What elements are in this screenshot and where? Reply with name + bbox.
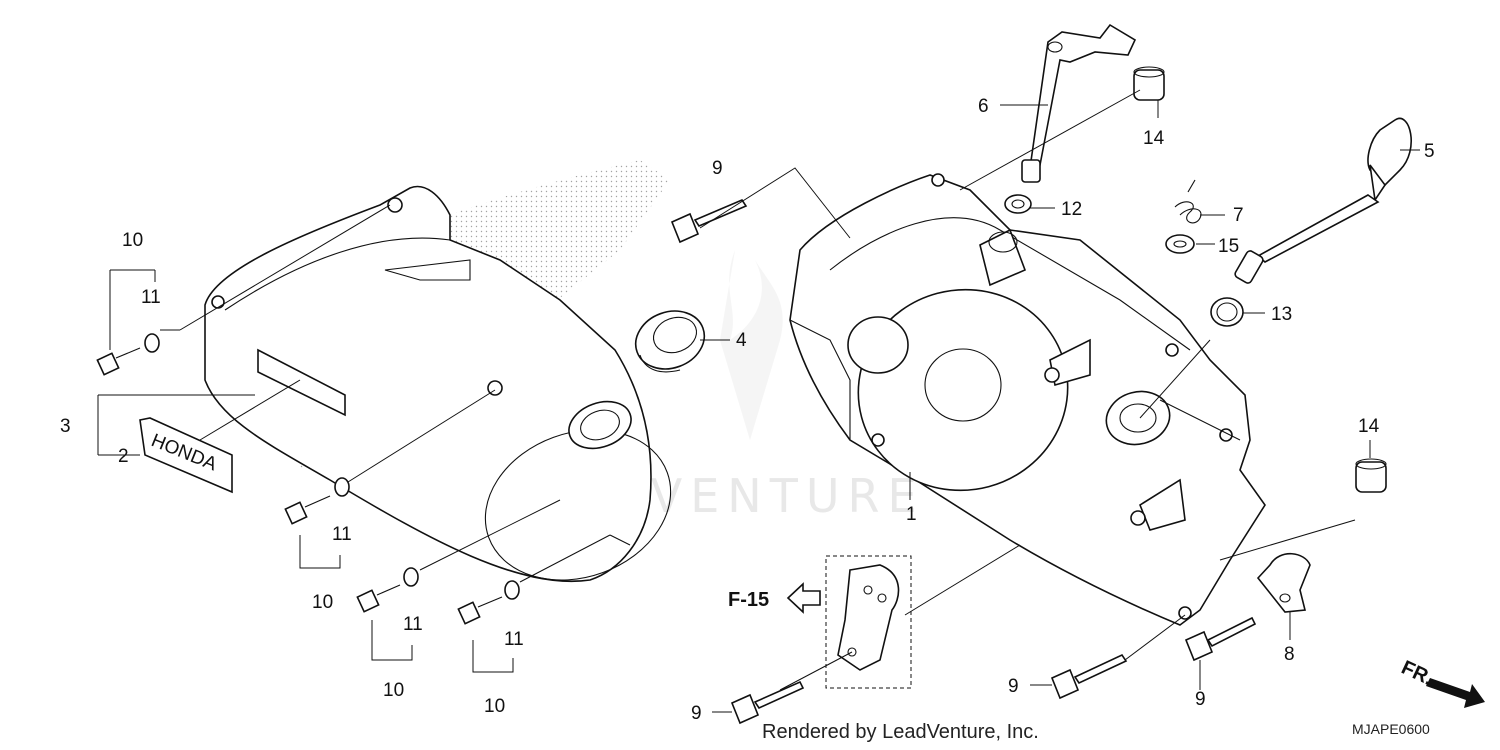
seal-part-4 (634, 310, 706, 373)
clamp-part-8 (1256, 552, 1311, 613)
label-9-c: 9 (1195, 689, 1206, 710)
label-13: 13 (1271, 304, 1292, 325)
ref-arrow (786, 582, 821, 614)
label-10-c: 10 (383, 680, 404, 701)
leader-lines (97, 89, 1420, 713)
reference-bracket (825, 555, 912, 689)
bolt-9-b (730, 680, 805, 725)
diagram-code: MJAPE0600 (1352, 721, 1430, 737)
label-10-a: 10 (122, 230, 143, 251)
label-10-b: 10 (312, 592, 333, 613)
bolt-9-d (1184, 616, 1257, 662)
label-6: 6 (978, 96, 989, 117)
dipstick-part-5 (1234, 117, 1412, 284)
label-2: 2 (118, 446, 129, 467)
collar-part-14-top (1133, 66, 1165, 101)
label-14-a: 14 (1143, 128, 1165, 149)
label-3: 3 (60, 416, 71, 437)
oring-part-13 (1210, 297, 1244, 327)
bolt-set-right (670, 199, 1257, 725)
bolt-10-d (457, 580, 520, 625)
watermark-logo (720, 250, 783, 440)
label-9-b: 9 (1008, 676, 1019, 697)
label-5: 5 (1424, 141, 1435, 162)
bolt-9-c (1050, 653, 1128, 700)
bolt-10-b (284, 477, 350, 525)
spring-part-7 (1174, 179, 1202, 224)
label-1: 1 (906, 504, 917, 525)
bolt-10-a (96, 333, 160, 376)
ref-label-f15: F-15 (728, 589, 769, 611)
right-crankcase-cover (789, 173, 1266, 626)
label-11-c: 11 (403, 614, 423, 635)
label-11-d: 11 (504, 629, 524, 650)
label-4: 4 (736, 330, 747, 351)
bolt-10-c (356, 567, 419, 613)
left-outer-cover (204, 185, 672, 582)
label-11-b: 11 (332, 524, 352, 545)
front-arrow (1426, 678, 1485, 708)
footer-credit: Rendered by LeadVenture, Inc. (762, 721, 1039, 743)
bolt-set-left (96, 333, 520, 625)
label-8: 8 (1284, 644, 1295, 665)
label-9-a: 9 (712, 158, 723, 179)
label-7: 7 (1233, 205, 1244, 226)
label-15: 15 (1218, 236, 1239, 257)
label-9-d: 9 (691, 703, 702, 724)
label-11-a: 11 (141, 287, 161, 308)
label-12: 12 (1061, 199, 1082, 220)
part-labels: 1 2 3 4 5 6 7 8 9 9 9 9 10 10 10 10 11 1… (60, 96, 1435, 724)
label-14-b: 14 (1358, 416, 1380, 437)
washer-part-15 (1165, 234, 1195, 254)
label-10-d: 10 (484, 696, 505, 717)
seal-part-12 (1004, 194, 1032, 214)
lever-part-6 (1021, 23, 1137, 183)
collar-part-14-bottom (1355, 458, 1387, 493)
